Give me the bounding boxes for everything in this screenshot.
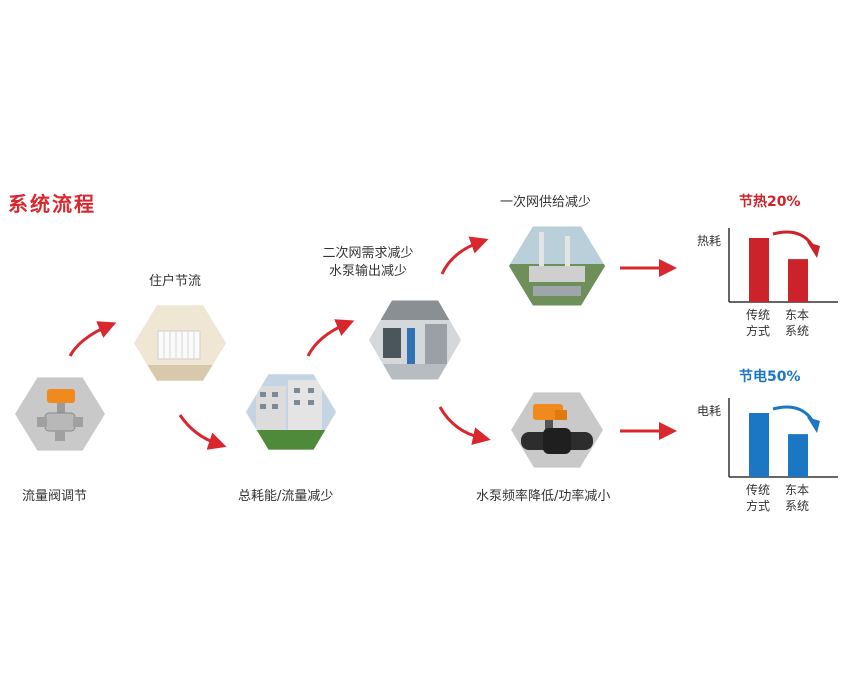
power-cat1-line1: 传统 (745, 483, 770, 497)
step-supply-label: 一次网供给减少 (500, 195, 592, 210)
power-chart-ylabel: 电耗 (697, 404, 722, 418)
pump-room-hexagon (369, 298, 461, 382)
water-pump-icon (521, 404, 593, 454)
household-hexagon (134, 303, 226, 383)
step-total-label: 总耗能/流量减少 (238, 489, 334, 504)
step-demand-label: 二次网需求减少 水泵输出减少 (303, 245, 433, 281)
heat-cat2-line2: 系统 (784, 324, 809, 338)
arrow-demand-to-supply (440, 236, 489, 275)
heat-chart-bar-2 (788, 259, 808, 302)
heat-chart-bar-1 (749, 238, 769, 302)
power-plant-hexagon (509, 224, 605, 308)
heat-cat2-line1: 东本 (784, 308, 809, 322)
power-cat2-line1: 东本 (784, 483, 809, 497)
power-chart-xlabel-2: 东本 系统 (782, 482, 812, 514)
pump-room-icon (369, 300, 461, 380)
power-chart-bar-1 (749, 413, 769, 477)
heat-chart-ylabel: 热耗 (697, 234, 722, 248)
valve-icon (37, 389, 83, 441)
power-chart-trend-arrow (772, 405, 817, 426)
power-chart-title: 节电50% (739, 369, 801, 385)
power-cat1-line2: 方式 (745, 499, 770, 513)
heat-chart-xlabel-1: 传统 方式 (743, 307, 773, 339)
arrow-household-to-total (178, 414, 227, 450)
power-cat2-line2: 系统 (784, 499, 809, 513)
step-valve-label: 流量阀调节 (22, 489, 88, 504)
arrow-demand-to-pump (438, 406, 491, 445)
step-demand-line1: 二次网需求减少 (322, 246, 414, 261)
arrow-valve-to-household (68, 321, 117, 357)
step-demand-line2: 水泵输出减少 (328, 264, 407, 279)
buildings-hexagon (246, 372, 336, 452)
heat-cat1-line1: 传统 (745, 308, 770, 322)
page-title: 系统流程 (8, 192, 96, 216)
power-chart-xlabel-1: 传统 方式 (743, 482, 773, 514)
step-pump-label: 水泵频率降低/功率减小 (476, 489, 611, 504)
heat-cat1-line2: 方式 (745, 324, 770, 338)
arrow-total-to-demand (306, 319, 355, 357)
valve-hexagon (15, 375, 105, 453)
heat-chart-xlabel-2: 东本 系统 (782, 307, 812, 339)
step-household-label: 住户节流 (149, 274, 202, 289)
heat-chart-title: 节热20% (739, 194, 801, 210)
power-chart-bar-2 (788, 434, 808, 477)
heat-chart-trend-arrow-head (807, 242, 820, 258)
power-chart-trend-arrow-head (807, 417, 820, 433)
water-pump-hexagon (511, 390, 603, 470)
